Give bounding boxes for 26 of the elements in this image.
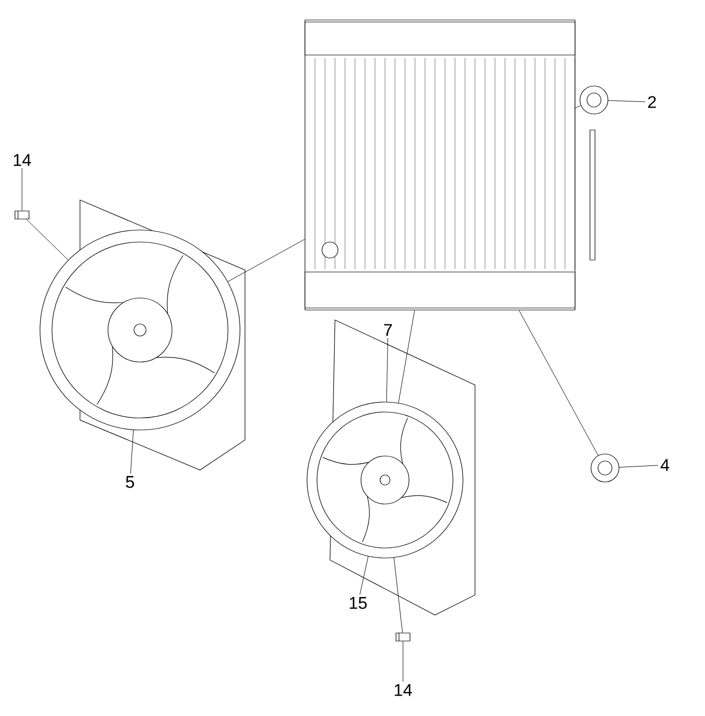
assembly-line bbox=[228, 239, 305, 282]
leader-line bbox=[402, 641, 404, 682]
assembly-line bbox=[575, 105, 582, 108]
leader-line bbox=[130, 430, 134, 474]
radiator-drawing bbox=[304, 20, 596, 310]
callout-number: 15 bbox=[350, 597, 367, 609]
callout-number: 14 bbox=[394, 684, 412, 696]
callout-number: 14 bbox=[14, 154, 31, 166]
assembly-line bbox=[394, 558, 403, 633]
callout-number: 5 bbox=[126, 476, 134, 488]
callout-number: 2 bbox=[648, 96, 656, 108]
grommet-drawing bbox=[580, 86, 608, 114]
leader-line bbox=[608, 100, 646, 102]
grommet-drawing bbox=[590, 454, 620, 482]
assembly-line bbox=[26, 219, 68, 260]
leader-line bbox=[386, 338, 388, 402]
assembly-line bbox=[518, 310, 598, 456]
leader-line bbox=[360, 556, 368, 596]
bolt-drawing bbox=[14, 210, 30, 220]
callout-number: 4 bbox=[660, 459, 670, 471]
callout-number: 7 bbox=[384, 324, 392, 336]
fan-assembly-drawing bbox=[40, 200, 246, 470]
fan-assembly-drawing bbox=[306, 320, 476, 616]
assembly-line bbox=[398, 310, 415, 404]
leader-line bbox=[619, 465, 658, 468]
bolt-drawing bbox=[396, 632, 410, 642]
